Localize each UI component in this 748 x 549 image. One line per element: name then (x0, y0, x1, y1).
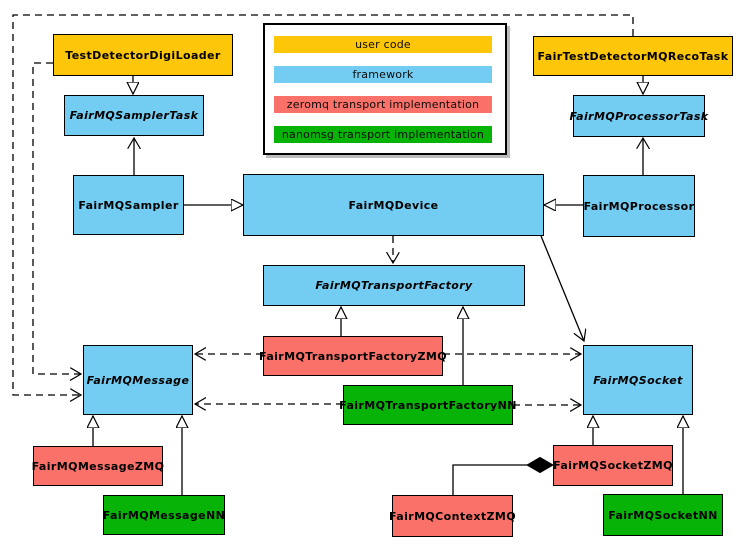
node-fairmqmessagenn: FairMQMessageNN (103, 495, 225, 535)
edge-contextZMQ-socketZMQ (452, 464, 528, 495)
node-fairmqmessagezmq: FairMQMessageZMQ (32, 446, 164, 486)
node-fairmqsampler: FairMQSampler (73, 175, 184, 235)
node-fairmqsocket: FairMQSocket (583, 345, 693, 415)
node-fairmqtransportfactoryzmq: FairMQTransportFactoryZMQ (259, 336, 447, 376)
node-fairtestdetectormqrecotask: FairTestDetectorMQRecoTask (533, 36, 733, 76)
node-fairmqmessage: FairMQMessage (83, 345, 193, 415)
node-fairmqprocessor: FairMQProcessor (583, 175, 695, 237)
node-fairmqprocessortask: FairMQProcessorTask (570, 95, 708, 137)
legend-item-framework: framework (274, 66, 492, 83)
legend-item-zeromq: zeromq transport implementation (274, 96, 492, 113)
legend: user code framework zeromq transport imp… (263, 23, 507, 155)
legend-item-user-code: user code (274, 36, 492, 53)
node-fairmqcontextzmq: FairMQContextZMQ (389, 495, 516, 537)
node-fairmqdevice: FairMQDevice (243, 174, 544, 236)
legend-item-nanomsg: nanomsg transport implementation (274, 126, 492, 143)
node-fairmqsamplertask: FairMQSamplerTask (64, 95, 204, 136)
composition-diamond-icon (525, 456, 555, 474)
node-fairmqtransportfactorynn: FairMQTransportFactoryNN (339, 385, 516, 425)
node-testdetectordigiloader: TestDetectorDigiLoader (53, 34, 233, 76)
edge-device-socket (540, 235, 584, 341)
node-fairmqsocketzmq: FairMQSocketZMQ (553, 445, 673, 486)
node-fairmqtransportfactory: FairMQTransportFactory (263, 265, 525, 306)
node-fairmqsocketnn: FairMQSocketNN (603, 494, 723, 536)
